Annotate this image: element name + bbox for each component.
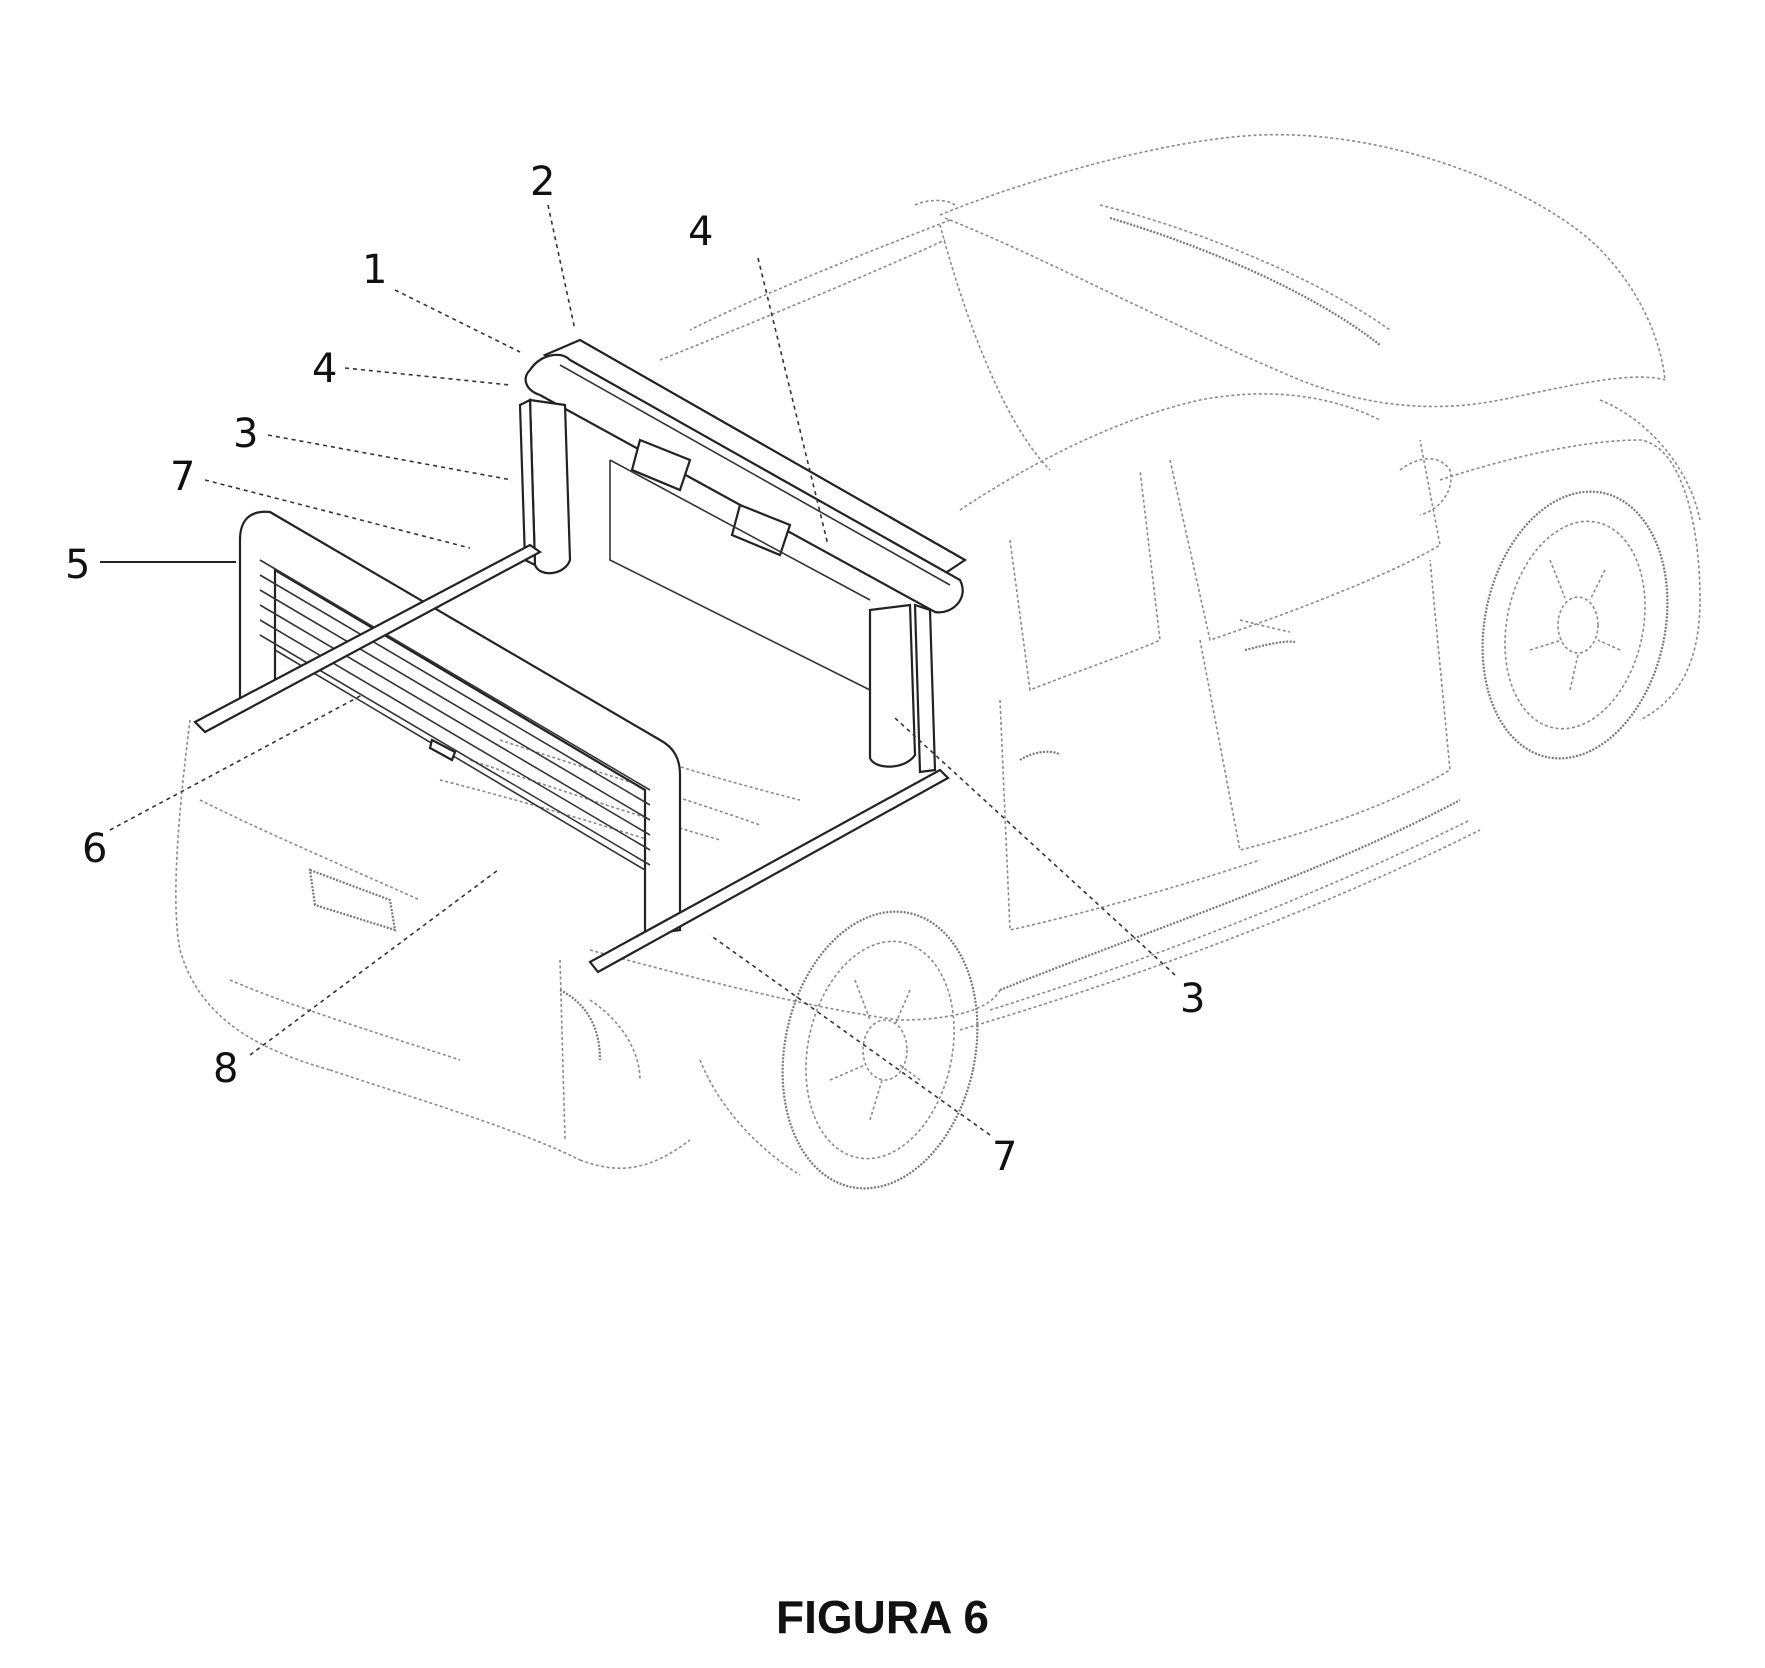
label-3-right: 3	[1180, 976, 1205, 1022]
reference-labels: 2 1 4 4 3 7 5 6 8 3 7	[65, 159, 1205, 1180]
label-4-left: 4	[312, 346, 337, 392]
rear-wheel	[781, 910, 979, 1190]
label-4-top: 4	[688, 209, 713, 255]
front-wheel	[1481, 490, 1669, 760]
label-6: 6	[82, 826, 107, 872]
bed-rails	[193, 543, 950, 974]
label-8: 8	[213, 1046, 238, 1092]
label-3-left: 3	[233, 411, 258, 457]
label-5: 5	[65, 542, 90, 588]
rear-roller-frame	[238, 510, 682, 937]
label-2: 2	[530, 159, 555, 205]
label-7-left: 7	[170, 454, 195, 500]
label-7-right: 7	[992, 1134, 1017, 1180]
label-1: 1	[362, 247, 387, 293]
figure-caption: FIGURA 6	[776, 1591, 989, 1643]
pickup-truck-outline	[175, 133, 1701, 1176]
